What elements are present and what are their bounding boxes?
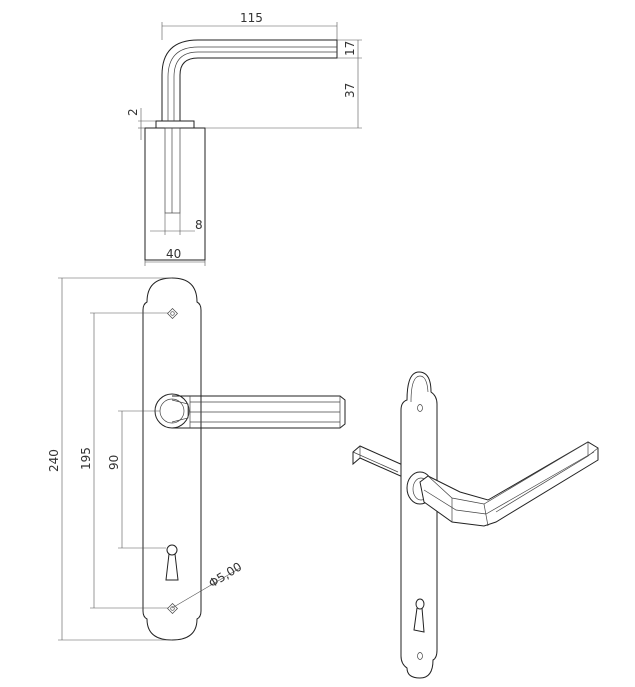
dim-rose-thickness: 2 [126,108,140,116]
dim-total-height: 240 [47,449,61,472]
dim-handle-thickness: 17 [343,41,357,56]
front-handle [172,395,346,429]
iso-plate [400,371,438,679]
iso-back-lever [352,445,406,479]
isometric-view [352,371,599,679]
keyhole [165,544,179,581]
front-plate [142,277,202,641]
dim-hole-diameter: Φ5,00 [206,560,244,591]
dim-hole-distance: 195 [79,447,93,470]
side-rose [155,120,195,129]
side-spindle [164,127,181,214]
dim-plate-width: 40 [166,247,181,261]
top-screw-hole [167,308,178,319]
dim-handle-length: 115 [240,11,263,25]
bottom-screw-hole [167,603,178,614]
dim-spindle: 8 [195,218,203,232]
side-view: 115 17 37 2 8 40 [126,11,362,266]
iso-keyhole [413,598,425,633]
dim-center-distance: 90 [107,455,121,470]
iso-front-lever [419,441,599,527]
side-plate [144,127,206,261]
front-view: 240 195 90 Φ5,00 [47,277,346,641]
dim-handle-height: 37 [343,83,357,98]
side-handle [161,39,338,122]
